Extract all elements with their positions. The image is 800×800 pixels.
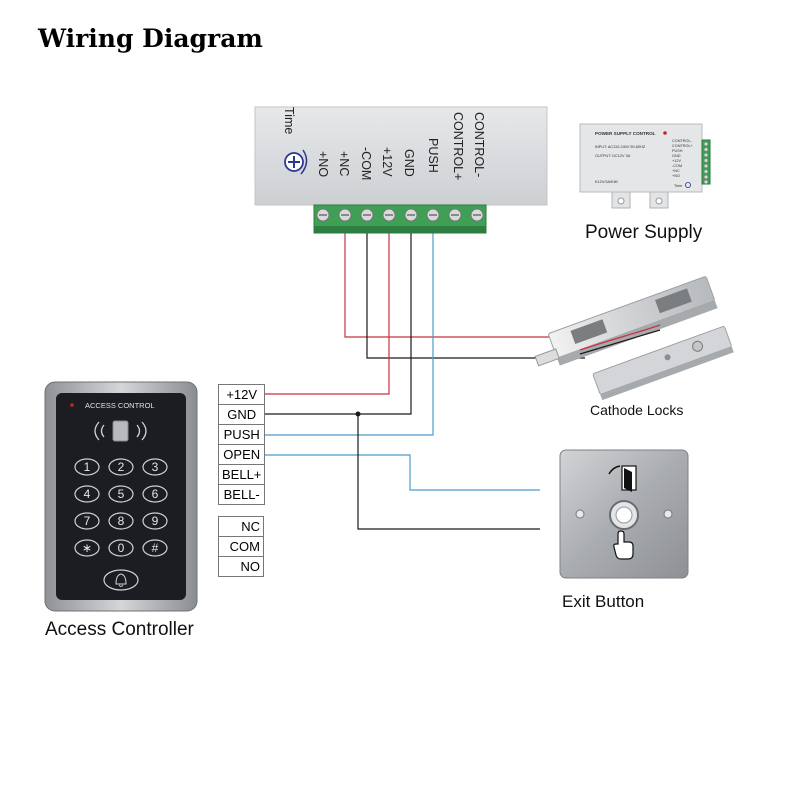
module-label-control-plus: CONTROL+ (451, 112, 465, 180)
power-supply-photo: POWER SUPPLY CONTROL INPUT: AC110-240V 5… (579, 123, 711, 209)
push-button-icon[interactable] (609, 500, 639, 530)
keypad-key-outline[interactable] (108, 512, 134, 530)
wires (264, 230, 585, 530)
module-label-push: PUSH (426, 138, 440, 173)
terminal-nc: NC (218, 516, 264, 537)
keypad-brand-label: ACCESS CONTROL (85, 401, 155, 410)
rfid-icon (94, 420, 147, 442)
terminal-block (313, 204, 487, 234)
wire-junction (355, 411, 361, 417)
keypad-key-outline[interactable] (142, 485, 168, 503)
terminal-push: PUSH (217, 424, 266, 445)
keypad-key-label: ∗ (82, 541, 92, 555)
controller-module: CONTROL- CONTROL+ PUSH GND +12V -COM +NC… (254, 106, 548, 234)
ps-photo-output: OUTPUT: DC12V 3A (595, 154, 631, 158)
door-icon (608, 465, 637, 492)
terminal-bell-minus: BELL- (217, 484, 266, 505)
ps-photo-time-label: Time (674, 184, 682, 188)
ps-photo-term-label: PUSH (672, 149, 683, 153)
ps-led-icon (663, 131, 667, 135)
cathode-locks-caption: Cathode Locks (590, 402, 684, 418)
ps-photo-term-label: -COM (672, 164, 682, 168)
keypad-key-outline[interactable] (108, 485, 134, 503)
keypad-key-label: 3 (152, 460, 159, 474)
ps-photo-term-label: CONTROL- (672, 139, 693, 143)
wire-black-exit (357, 414, 540, 530)
exit-button-caption: Exit Button (562, 592, 645, 611)
keypad-key-label: 2 (118, 460, 125, 474)
keypad-key-label: 8 (118, 514, 125, 528)
module-label-com: -COM (359, 147, 373, 180)
ps-photo-header: POWER SUPPLY CONTROL (595, 131, 656, 136)
keypad-key-outline[interactable] (74, 539, 100, 557)
keypad-key-outline[interactable] (108, 458, 134, 476)
keypad-key-label: 6 (152, 487, 159, 501)
wire-blue-open (264, 454, 540, 491)
wire-black-lock (366, 230, 585, 359)
keypad-key-outline[interactable] (74, 512, 100, 530)
module-label-control-minus: CONTROL- (472, 112, 486, 177)
page-title: Wiring Diagram (38, 24, 263, 53)
keypad-key-outline[interactable] (142, 512, 168, 530)
terminal-table-relay: NC COM NO (218, 516, 264, 577)
keypad-key-label: # (152, 541, 159, 555)
wire-black-gnd (264, 230, 412, 415)
power-supply-caption: Power Supply (585, 222, 703, 243)
ps-photo-term-label: +12V (672, 159, 681, 163)
module-label-gnd: GND (402, 149, 416, 177)
module-labels: CONTROL- CONTROL+ PUSH GND +12V -COM +NC… (282, 107, 486, 180)
terminal-gnd: GND (217, 404, 266, 425)
terminal-bell-plus: BELL+ (217, 464, 266, 485)
terminal-open: OPEN (217, 444, 266, 465)
terminal-12v: +12V (217, 384, 266, 405)
keypad-key-label: 4 (84, 487, 91, 501)
keypad-key-labels: 1 2 3 4 5 6 7 8 9 ∗ 0 # (82, 460, 159, 555)
keypad-key-label: 7 (84, 514, 91, 528)
ps-photo-model: K12V/3A/K80 (595, 180, 618, 184)
terminal-com: COM (218, 536, 264, 557)
module-label-no: +NO (316, 151, 330, 177)
keypad-key-outline[interactable] (74, 485, 100, 503)
doorbell-key[interactable] (103, 569, 139, 591)
keypad-key-outline[interactable] (74, 458, 100, 476)
keypad-key-outline[interactable] (142, 539, 168, 557)
module-label-nc: +NC (337, 151, 351, 176)
ps-photo-term-label: CONTROL+ (672, 144, 694, 148)
keypad-key-outline[interactable] (142, 458, 168, 476)
module-label-12v: +12V (380, 147, 394, 177)
bell-icon (115, 573, 127, 587)
keypad-key-label: 1 (84, 460, 91, 474)
terminal-table-main: +12V GND PUSH OPEN BELL+ BELL- (217, 384, 266, 505)
module-label-time: Time (282, 107, 296, 134)
keypad-key-label: 9 (152, 514, 159, 528)
keypad-keys (74, 458, 168, 557)
time-adjust-icon (284, 149, 308, 175)
ps-photo-term-label: +NO (672, 174, 680, 178)
hand-press-icon (613, 530, 634, 560)
wire-blue-push (264, 230, 434, 436)
keypad-key-outline[interactable] (108, 539, 134, 557)
access-controller-keypad: ACCESS CONTROL 1 2 3 4 5 (44, 381, 198, 612)
wire-red-12v (264, 230, 390, 395)
ps-photo-terminal-labels: CONTROL- CONTROL+ PUSH GND +12V -COM +NC… (672, 139, 694, 188)
ps-photo-term-label: +NC (672, 169, 680, 173)
terminal-no: NO (218, 556, 264, 577)
ps-photo-input: INPUT: AC110-240V 50-60HZ (595, 145, 646, 149)
keypad-key-label: 5 (118, 487, 125, 501)
cathode-lock-photo (534, 276, 734, 401)
ps-photo-term-label: GND (672, 154, 681, 158)
ps-photo-time-icon (685, 181, 692, 188)
exit-button-photo (559, 449, 689, 579)
access-controller-caption: Access Controller (45, 619, 194, 640)
wire-red-lock (344, 230, 585, 338)
keypad-key-label: 0 (118, 541, 125, 555)
